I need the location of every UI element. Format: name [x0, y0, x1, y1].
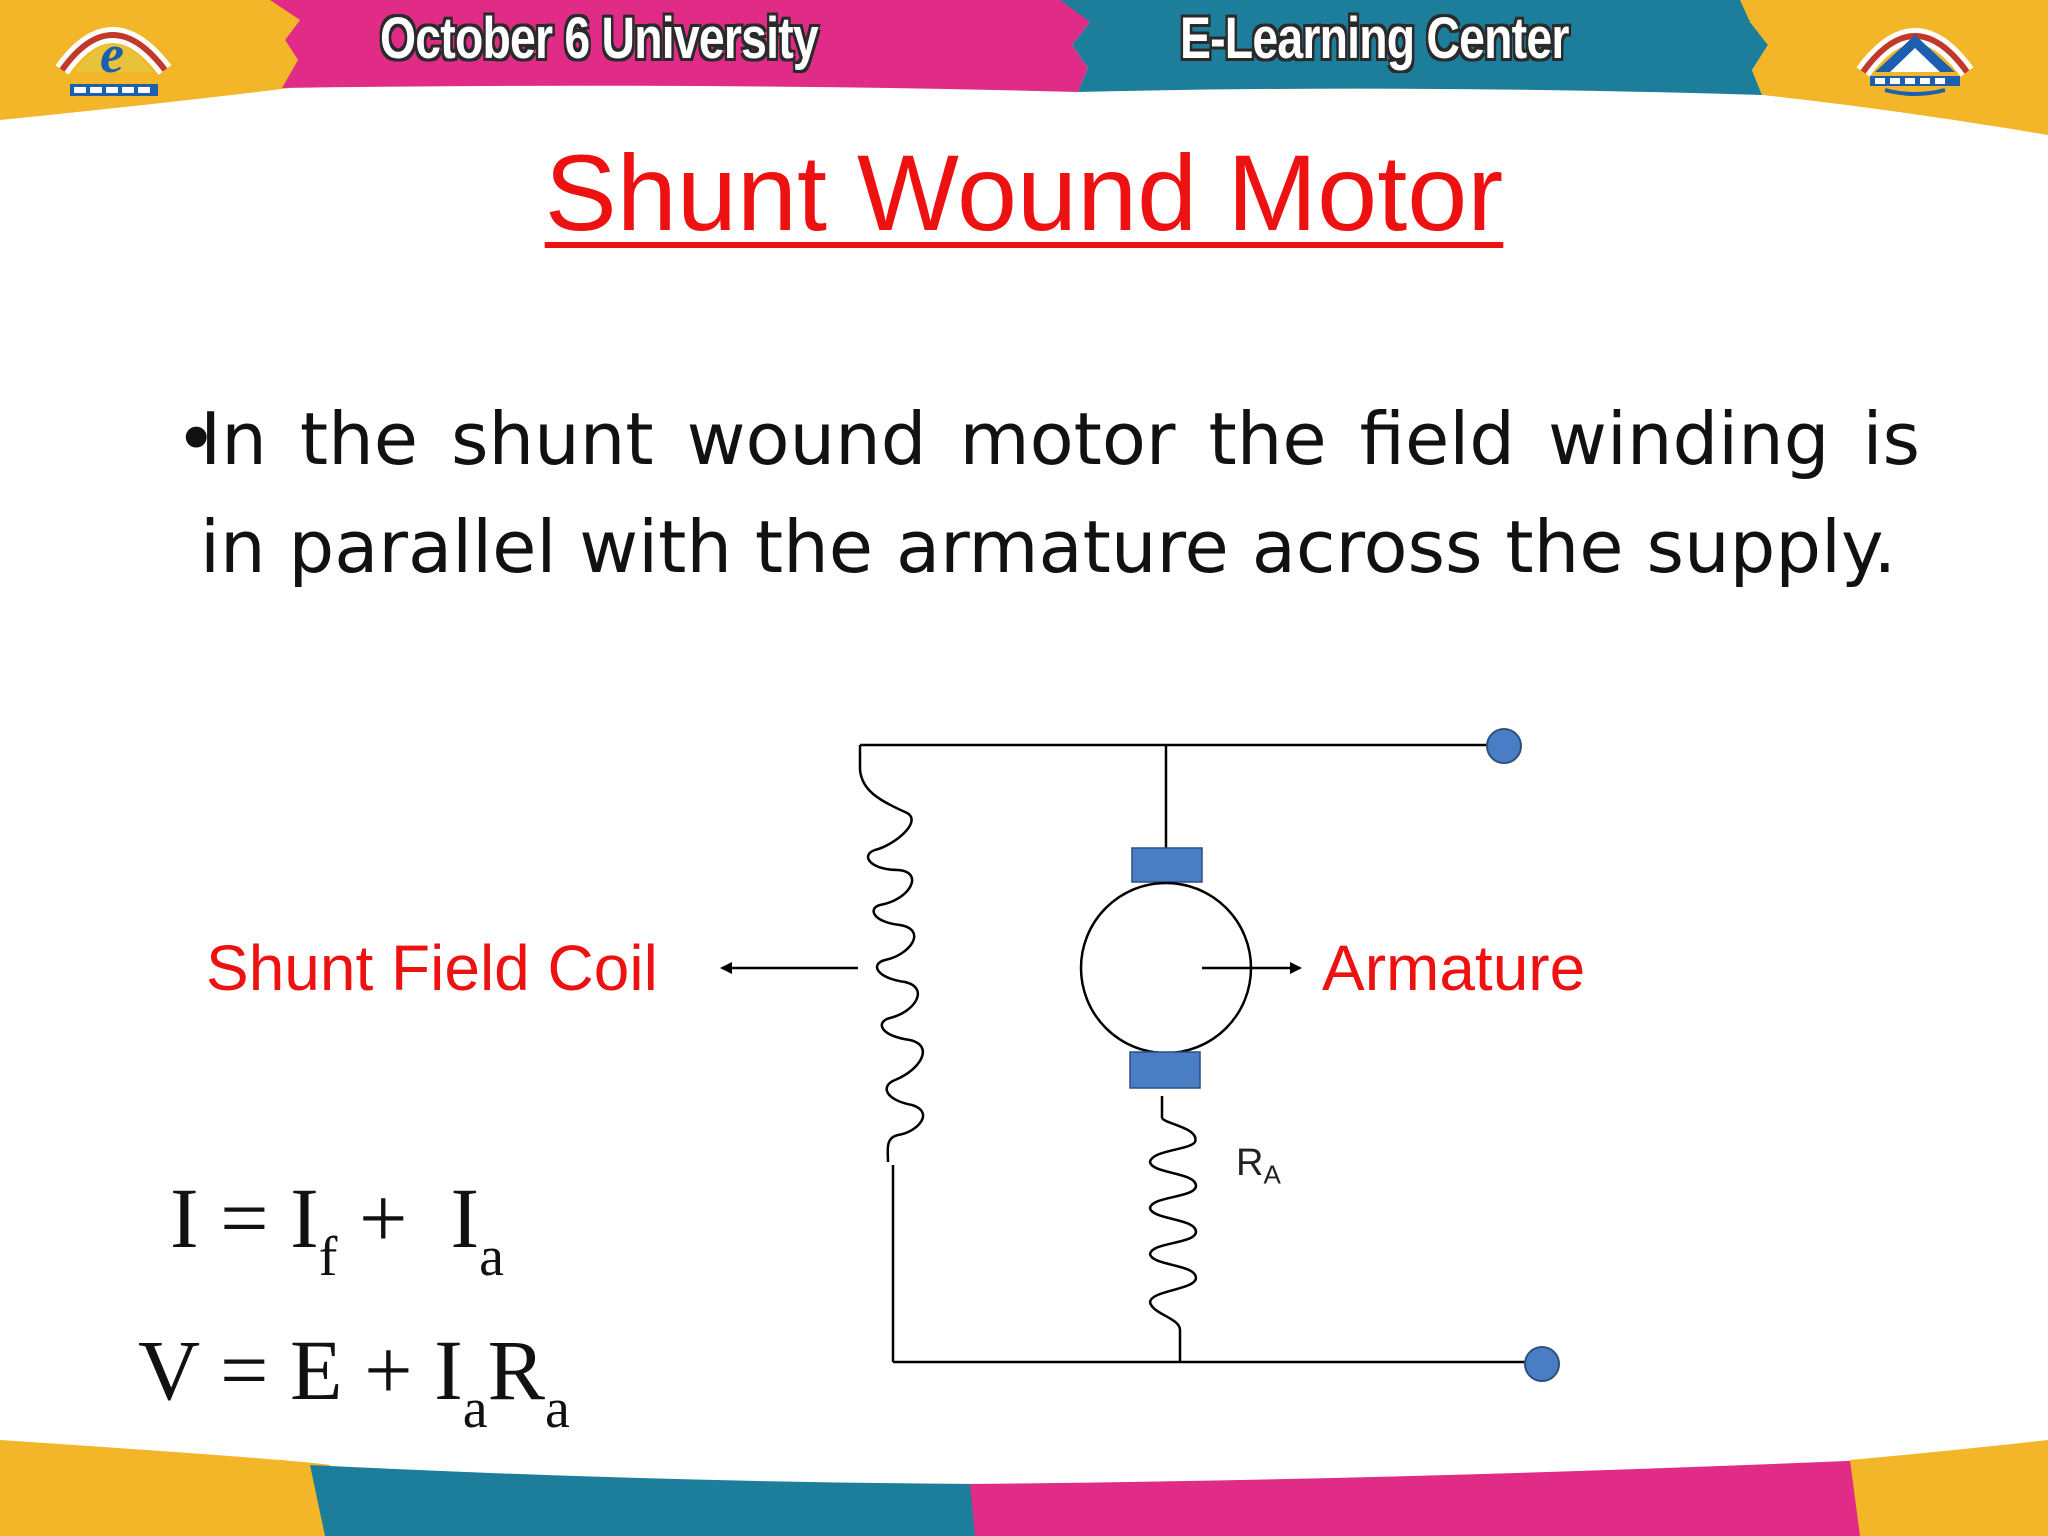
bullet-text: In the shunt wound motor the field windi… [200, 397, 1920, 589]
armature-resistor [1148, 1117, 1198, 1331]
top-brush [1131, 847, 1203, 883]
armature-resistance-label: RA [1236, 1142, 1281, 1191]
bullet-paragraph: • In the shunt wound motor the field win… [175, 385, 1920, 601]
eq1-sub-a: f [318, 1226, 338, 1288]
shunt-field-coil-label: Shunt Field Coil [206, 932, 658, 1004]
university-name: October 6 University [380, 6, 819, 71]
eq1-part-b: + I [337, 1170, 480, 1266]
shunt-field-coil [858, 769, 925, 1163]
eq1-sub-b: a [479, 1226, 504, 1288]
e-learning-logo-icon: e [55, 24, 172, 96]
elearning-center-name: E-Learning Center [1180, 6, 1569, 71]
eq2-part-a: V = E + I [138, 1322, 463, 1418]
armature-circle [1079, 881, 1253, 1055]
ra-main: R [1236, 1142, 1264, 1184]
eq1-part-a: I = I [170, 1170, 319, 1266]
slide-title: Shunt Wound Motor [544, 132, 1504, 253]
university-logo-icon [1856, 28, 1974, 96]
eq2-sub-a: a [462, 1378, 488, 1440]
current-equation: I = If + Ia [170, 1168, 504, 1289]
bottom-brush [1129, 1051, 1201, 1089]
svg-text:e: e [100, 24, 124, 84]
top-terminal [1486, 728, 1522, 764]
eq2-sub-b: a [544, 1378, 570, 1440]
bottom-terminal [1524, 1346, 1560, 1382]
bullet-marker: • [175, 397, 218, 481]
ra-sub: A [1263, 1159, 1281, 1190]
eq2-part-b: R [487, 1322, 545, 1418]
footer-banner [0, 1440, 2048, 1536]
header-banner [0, 0, 2048, 135]
armature-label: Armature [1322, 932, 1586, 1004]
voltage-equation: V = E + IaRa [138, 1320, 570, 1441]
